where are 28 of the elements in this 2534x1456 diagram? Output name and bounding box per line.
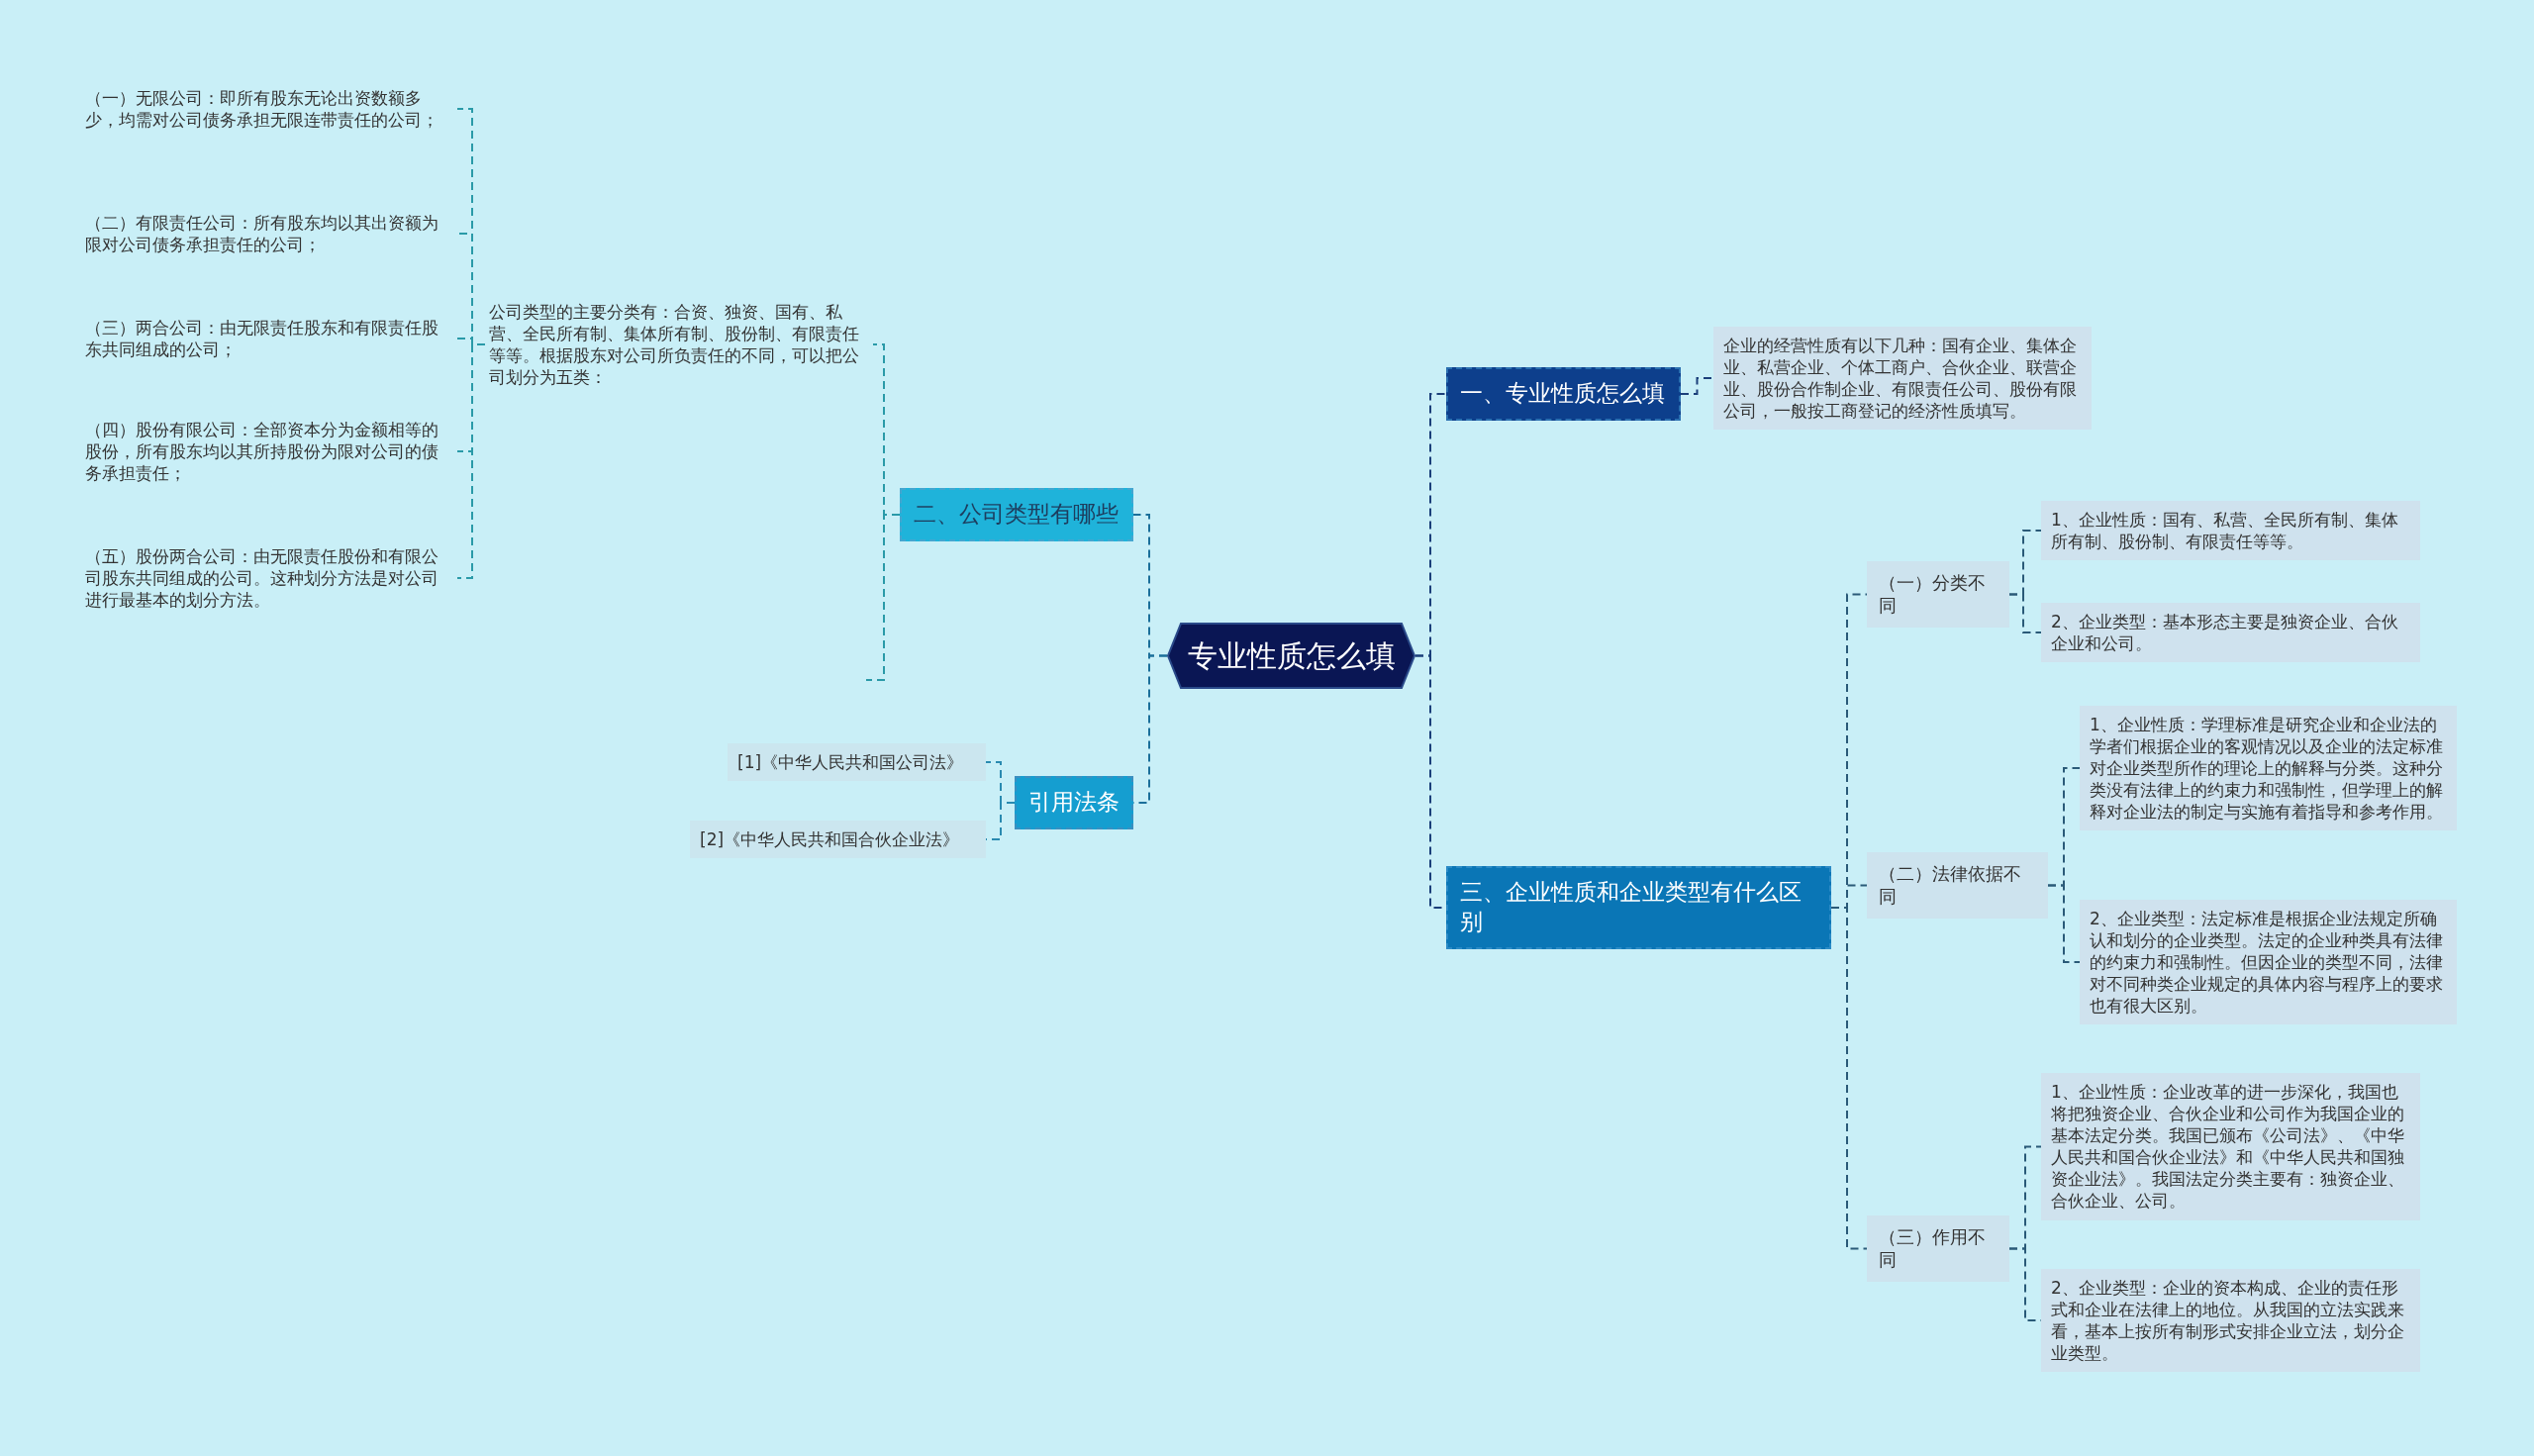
connector-line bbox=[456, 343, 486, 579]
note-text: 公司类型的主要分类有：合资、独资、国有、私营、全民所有制、集体所有制、股份制、有限责任等等。根据股东对公司所负责任的不同，可以把公司划分为五类： bbox=[485, 299, 873, 391]
connector-line bbox=[2008, 593, 2042, 633]
connector-line bbox=[1680, 377, 1714, 395]
reference-box: [1]《中华人民共和国公司法》 bbox=[728, 743, 986, 782]
note-box: 2、企业类型：企业的资本构成、企业的责任形式和企业在法律上的地位。从我国的立法实践来看，基本上按所有制形式安排企业立法，划分企业类型。 bbox=[2041, 1269, 2420, 1373]
reference-box: [2]《中华人民共和国合伙企业法》 bbox=[690, 821, 986, 859]
topic-box: 二、公司类型有哪些 bbox=[900, 488, 1133, 541]
topic-box: 三、企业性质和企业类型有什么区别 bbox=[1446, 866, 1831, 949]
subtopic-box: （一）分类不同 bbox=[1867, 561, 2009, 628]
note-text: （一）无限公司：即所有股东无论出资数额多少，均需对公司债务承担无限连带责任的公司； bbox=[81, 85, 457, 134]
note-box: 1、企业性质：企业改革的进一步深化，我国也将把独资企业、合伙企业和公司作为我国企业的基本法定分类。我国已颁布《公司法》、《中华人民共和国合伙企业法》和《中华人民共和国独资企业法》。我国法定分类主要有：独资企业、合伙企业、公司。 bbox=[2041, 1073, 2420, 1220]
note-box: 1、企业性质：国有、私营、全民所有制、集体所有制、股份制、有限责任等等。 bbox=[2041, 501, 2420, 561]
note-text: （四）股份有限公司：全部资本分为金额相等的股份，所有股东均以其所持股份为限对公司的债务承担责任； bbox=[81, 417, 457, 487]
subtopic-box: （二）法律依据不同 bbox=[1867, 852, 2048, 919]
topic-box: 一、专业性质怎么填 bbox=[1446, 367, 1681, 421]
note-text: （三）两合公司：由无限责任股东和有限责任股东共同组成的公司； bbox=[81, 315, 457, 363]
note-box: 企业的经营性质有以下几种：国有企业、集体企业、私营企业、个体工商户、合伙企业、联营企业、股份合作制企业、有限责任公司、股份有限公司，一般按工商登记的经济性质填写。 bbox=[1713, 327, 2092, 431]
connector-line bbox=[2047, 884, 2081, 963]
note-text: （二）有限责任公司：所有股东均以其出资额为限对公司债务承担责任的公司； bbox=[81, 210, 457, 258]
note-text: （五）股份两合公司：由无限责任股份和有限公司股东共同组成的公司。这种划分方法是对公司进行最基本的划分方法。 bbox=[81, 543, 457, 614]
note-box: 2、企业类型：法定标准是根据企业法规定所确认和划分的企业类型。法定的企业种类具有法律的约束力和强制性。但因企业的类型不同，法律对不同种类企业规定的具体内容与程序上的要求也有很大区别。 bbox=[2080, 900, 2457, 1025]
note-box: 2、企业类型：基本形态主要是独资企业、合伙企业和公司。 bbox=[2041, 603, 2420, 663]
root-topic: 专业性质怎么填 bbox=[1167, 623, 1415, 689]
topic-box: 引用法条 bbox=[1015, 776, 1133, 829]
connector-line bbox=[865, 514, 901, 681]
subtopic-box: （三）作用不同 bbox=[1867, 1215, 2009, 1282]
note-box: 1、企业性质：学理标准是研究企业和企业法的学者们根据企业的客观情况以及企业的法定标准对企业类型所作的理论上的解释与分类。这种分类没有法律上的约束力和强制性，但学理上的解释对企业法的制定与实施有着指导和参考作用。 bbox=[2080, 706, 2457, 831]
